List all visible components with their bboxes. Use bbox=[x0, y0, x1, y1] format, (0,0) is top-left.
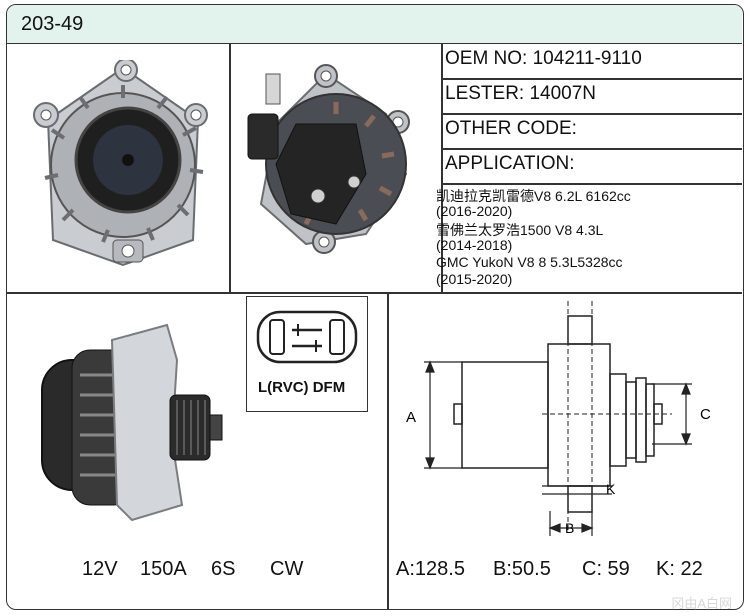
dimension-label-c: C bbox=[700, 406, 711, 423]
dimension-drawing: A C K B bbox=[406, 301, 711, 536]
other-code-label: OTHER CODE: bbox=[445, 118, 577, 139]
application-line: GMC YukoN V8 8 5.3L5328cc bbox=[436, 254, 623, 270]
dimension-label-b: B bbox=[565, 520, 574, 536]
divider bbox=[441, 183, 742, 185]
divider bbox=[441, 43, 443, 293]
spec-c: C: 59 bbox=[582, 558, 630, 580]
application-line: 雪佛兰太罗浩1500 V8 4.3L bbox=[436, 222, 604, 238]
alternator-front-image bbox=[33, 60, 208, 267]
part-number-title: 203-49 bbox=[21, 13, 84, 35]
application-line: (2014-2018) bbox=[436, 237, 513, 253]
alternator-rear-image bbox=[247, 64, 410, 254]
divider bbox=[441, 148, 742, 150]
spec-amperage: 150A bbox=[140, 558, 187, 580]
spec-pulley: 6S bbox=[211, 558, 236, 580]
spec-voltage: 12V bbox=[82, 558, 118, 580]
spec-b: B:50.5 bbox=[493, 558, 551, 580]
application-line: (2016-2020) bbox=[436, 203, 513, 219]
dimension-label-a: A bbox=[406, 409, 416, 426]
application-line: (2015-2020) bbox=[436, 271, 513, 287]
connector-plug-icon bbox=[256, 310, 358, 364]
divider bbox=[441, 113, 742, 115]
spec-rotation: CW bbox=[270, 558, 304, 580]
application-line: 凯迪拉克凯雷德V8 6.2L 6162cc bbox=[436, 188, 631, 204]
oem-number: OEM NO: 104211-9110 bbox=[445, 48, 642, 69]
watermark: 冈由A白网 bbox=[671, 596, 732, 611]
header-bar: 203-49 bbox=[7, 5, 742, 44]
divider bbox=[229, 43, 231, 293]
spec-a: A:128.5 bbox=[396, 558, 465, 580]
dimension-label-k: K bbox=[606, 481, 616, 497]
connector-label: L(RVC) DFM bbox=[258, 379, 346, 396]
application-label: APPLICATION: bbox=[445, 153, 575, 174]
divider bbox=[387, 292, 389, 609]
divider bbox=[441, 78, 742, 80]
divider bbox=[7, 292, 742, 294]
spec-k: K: 22 bbox=[656, 558, 703, 580]
lester-number: LESTER: 14007N bbox=[445, 83, 597, 104]
alternator-side-image bbox=[41, 323, 223, 522]
